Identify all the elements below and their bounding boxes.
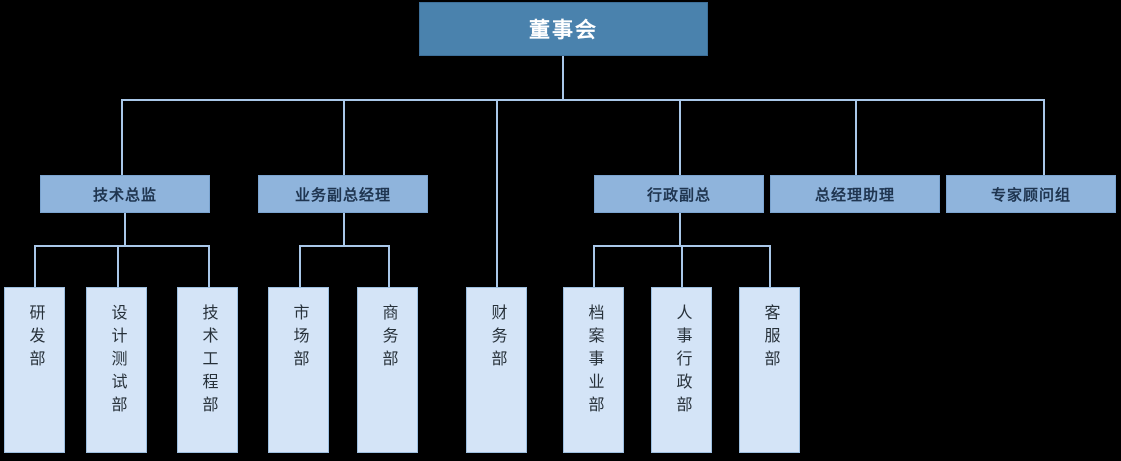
node-label: 人事行政部	[673, 304, 691, 419]
node-rd-dept[interactable]: 研发部	[4, 287, 65, 453]
connector-drop-rd-dept	[34, 245, 36, 287]
connector-drop-customer-svc-dept	[769, 245, 771, 287]
connector-stem-admin-vp	[679, 213, 681, 247]
node-finance-dept[interactable]: 财务部	[466, 287, 527, 453]
connector-root-stem	[562, 56, 564, 101]
connector-drop-marketing-dept	[299, 245, 301, 287]
node-label: 技术总监	[92, 186, 157, 204]
node-label: 商务部	[379, 304, 397, 373]
node-board-of-directors[interactable]: 董事会	[419, 2, 708, 56]
connector-bus-business-vp	[299, 245, 389, 247]
node-hr-admin-dept[interactable]: 人事行政部	[651, 287, 712, 453]
connector-drop-tech-eng-dept	[208, 245, 210, 287]
connector-main-bus	[121, 99, 1045, 101]
node-admin-vp[interactable]: 行政副总	[594, 175, 764, 213]
node-label: 行政副总	[646, 186, 711, 204]
connector-drop-gm-assistant	[855, 99, 857, 176]
node-customer-svc-dept[interactable]: 客服部	[739, 287, 800, 453]
node-label: 财务部	[488, 304, 506, 373]
node-label: 业务副总经理	[294, 186, 391, 204]
connector-bus-tech-director	[34, 245, 210, 247]
connector-drop-expert-advisory	[1043, 99, 1045, 176]
node-label: 档案事业部	[585, 304, 603, 419]
connector-drop-commerce-dept	[388, 245, 390, 287]
connector-drop-admin-vp	[679, 99, 681, 176]
connector-drop-finance-dept	[496, 99, 498, 287]
connector-stem-tech-director	[124, 213, 126, 247]
node-marketing-dept[interactable]: 市场部	[268, 287, 329, 453]
node-business-vp[interactable]: 业务副总经理	[258, 175, 428, 213]
node-gm-assistant[interactable]: 总经理助理	[770, 175, 940, 213]
node-label: 市场部	[290, 304, 308, 373]
node-label: 客服部	[761, 304, 779, 373]
connector-drop-archive-biz-dept	[593, 245, 595, 287]
node-label: 专家顾问组	[990, 186, 1071, 204]
node-archive-biz-dept[interactable]: 档案事业部	[563, 287, 624, 453]
node-tech-eng-dept[interactable]: 技术工程部	[177, 287, 238, 453]
connector-drop-design-test-dept	[117, 245, 119, 287]
node-label: 研发部	[26, 304, 44, 373]
node-label: 董事会	[529, 19, 598, 42]
node-tech-director[interactable]: 技术总监	[40, 175, 210, 213]
node-label: 技术工程部	[199, 304, 217, 419]
node-commerce-dept[interactable]: 商务部	[357, 287, 418, 453]
connector-drop-business-vp	[343, 99, 345, 176]
connector-stem-business-vp	[343, 213, 345, 247]
connector-drop-tech-director	[121, 99, 123, 176]
node-expert-advisory[interactable]: 专家顾问组	[946, 175, 1116, 213]
node-label: 设计测试部	[108, 304, 126, 419]
connector-drop-hr-admin-dept	[681, 245, 683, 287]
node-label: 总经理助理	[814, 186, 895, 204]
node-design-test-dept[interactable]: 设计测试部	[86, 287, 147, 453]
